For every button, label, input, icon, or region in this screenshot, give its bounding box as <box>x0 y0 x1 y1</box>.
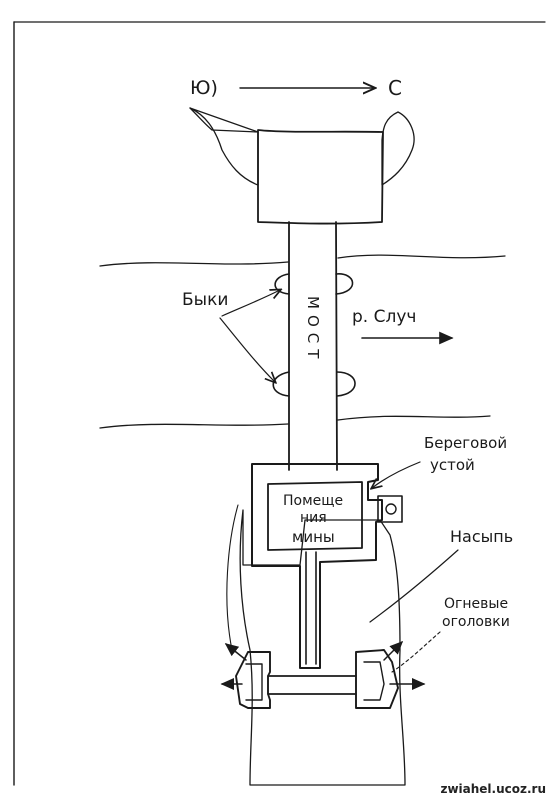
pier-upper <box>274 273 354 295</box>
side-chamber-hatch-icon <box>385 503 397 515</box>
bridge-piers <box>272 273 356 397</box>
mine-label-line3: мины <box>292 528 335 546</box>
mine-label-line2: ния <box>300 510 327 526</box>
side-chamber <box>377 495 403 523</box>
firing-post-right <box>355 649 399 709</box>
pier-lower <box>272 371 356 397</box>
abutment-label-line2: устой <box>430 456 475 474</box>
piers-label: Быки <box>182 290 228 310</box>
bridge-deck <box>288 221 338 471</box>
compass-orientation: Ю) С <box>190 76 402 100</box>
embankment-label: Насыпь <box>450 527 513 546</box>
firing-posts <box>220 640 426 709</box>
abutment-label-line1: Береговой <box>424 434 507 452</box>
mine-label-line1: Помеще <box>283 493 343 509</box>
firing-post-left <box>235 651 271 709</box>
river-label: р. Случ <box>352 307 416 327</box>
abutment-arrow <box>372 461 421 488</box>
gallery <box>267 675 357 695</box>
firing-posts-label-line1: Огневые <box>444 596 508 612</box>
river-banks <box>99 254 506 429</box>
firing-arrow-right-up <box>383 640 404 661</box>
mine-shaft <box>305 551 317 665</box>
page-border <box>13 21 546 786</box>
embankment-arrow <box>369 549 459 623</box>
firing-post-right-inner <box>363 661 385 701</box>
north-bank <box>189 107 415 186</box>
firing-posts-label-line2: оголовки <box>442 614 510 630</box>
piers-arrow-upper <box>221 290 280 317</box>
bridge-label: МОСТ <box>304 296 322 364</box>
north-abutment <box>257 129 384 225</box>
compass-south-label: Ю) <box>190 77 218 99</box>
embankment-left-edge <box>226 504 239 651</box>
embankment <box>239 509 406 786</box>
piers-arrow-lower <box>219 317 275 382</box>
watermark: zwiahel.ucoz.ru <box>440 782 546 796</box>
firing-post-left-inner <box>245 663 263 701</box>
mine-chamber <box>267 481 363 551</box>
firing-arrow-left-up <box>224 643 247 661</box>
firing-posts-arrow <box>391 631 441 673</box>
compass-north-label: С <box>388 76 402 100</box>
